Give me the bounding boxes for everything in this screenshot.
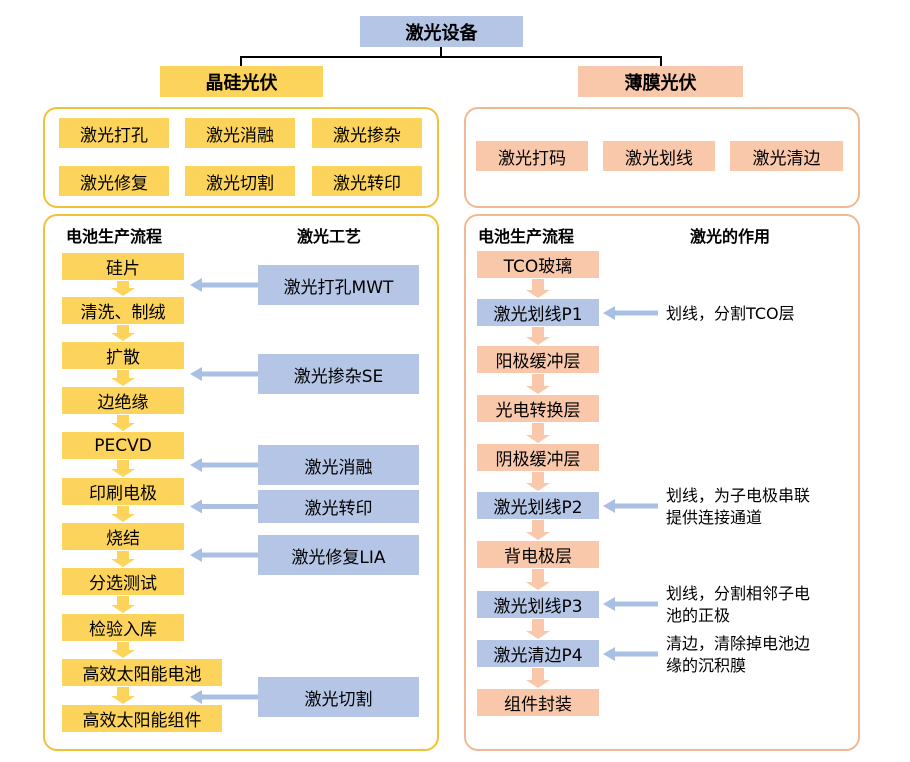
thinfilm-role-header: 激光的作用 xyxy=(690,227,771,246)
app-laser-repair: 激光修复 xyxy=(59,166,169,196)
crystalline-flow-arrow xyxy=(111,370,135,386)
crystalline-node: 晶硅光伏 xyxy=(160,66,323,97)
thinfilm-flow-arrow xyxy=(526,423,550,443)
crystalline-step: 高效太阳能电池 xyxy=(62,659,222,686)
laser-role-arrow xyxy=(603,306,658,320)
crystalline-step: 边绝缘 xyxy=(62,387,184,414)
thinfilm-step: 激光划线P3 xyxy=(477,591,599,618)
crystalline-flow-arrow xyxy=(111,506,135,522)
app-laser-marking: 激光打码 xyxy=(476,141,588,171)
crystalline-apps-panel xyxy=(43,107,439,208)
laser-role-arrow xyxy=(603,647,658,661)
laser-process-arrow xyxy=(190,690,258,704)
crystalline-step: 硅片 xyxy=(62,253,184,280)
thinfilm-step: 阴极缓冲层 xyxy=(477,444,599,471)
laser-role-note: 划线，分割相邻子电池的正极 xyxy=(666,583,810,627)
crystalline-step: 烧结 xyxy=(62,523,184,550)
crystalline-flow-arrow xyxy=(111,551,135,567)
thinfilm-apps-panel xyxy=(464,107,860,208)
thinfilm-step: 激光划线P1 xyxy=(477,299,599,326)
app-laser-doping: 激光掺杂 xyxy=(312,118,422,148)
laser-role-note-line: 提供连接通道 xyxy=(666,508,763,527)
laser-process-arrow xyxy=(190,499,258,514)
thinfilm-step: 光电转换层 xyxy=(477,395,599,422)
crystalline-flow-arrow xyxy=(111,642,135,658)
app-laser-ablation: 激光消融 xyxy=(185,118,295,148)
laser-process-arrow xyxy=(190,548,258,562)
laser-role-note: 划线，分割TCO层 xyxy=(666,303,795,325)
laser-role-note-line: 划线，分割相邻子电 xyxy=(666,584,811,603)
thinfilm-flow-arrow xyxy=(526,279,550,298)
laser-role-note: 划线，为子电极串联提供连接通道 xyxy=(666,485,810,529)
crystalline-step: 检验入库 xyxy=(62,614,184,641)
crystalline-step: 扩散 xyxy=(62,342,184,369)
app-laser-scribing: 激光划线 xyxy=(603,141,715,171)
crystalline-step: PECVD xyxy=(62,432,184,459)
crystalline-flow-arrow xyxy=(111,415,135,431)
thinfilm-flow-arrow xyxy=(526,520,550,540)
crystalline-step: 清洗、制绒 xyxy=(62,297,184,324)
laser-process-box: 激光修复LIA xyxy=(258,535,419,575)
app-laser-cutting: 激光切割 xyxy=(185,166,295,196)
thinfilm-flow-header: 电池生产流程 xyxy=(478,227,575,246)
thinfilm-flow-arrow xyxy=(526,374,550,394)
laser-process-box: 激光切割 xyxy=(258,677,419,717)
thinfilm-node: 薄膜光伏 xyxy=(578,66,743,97)
laser-role-arrow xyxy=(603,597,658,611)
crystalline-step: 印刷电极 xyxy=(62,478,184,505)
crystalline-flow-arrow xyxy=(111,596,135,613)
thinfilm-flow-arrow xyxy=(526,327,550,345)
app-laser-transfer: 激光转印 xyxy=(312,166,422,196)
laser-role-note: 清边，清除掉电池边缘的沉积膜 xyxy=(666,633,810,677)
thinfilm-step: 阳极缓冲层 xyxy=(477,346,599,373)
laser-process-arrow xyxy=(190,278,258,292)
laser-process-box: 激光消融 xyxy=(258,445,419,485)
thinfilm-process-panel xyxy=(464,214,860,751)
laser-role-note-line: 划线，为子电极串联 xyxy=(666,486,811,505)
crystalline-step: 分选测试 xyxy=(62,568,184,595)
crystalline-step: 高效太阳能组件 xyxy=(62,705,222,732)
thinfilm-flow-arrow xyxy=(526,668,550,688)
app-laser-edge-clean: 激光清边 xyxy=(730,141,843,171)
thinfilm-step: 组件封装 xyxy=(477,689,599,716)
thinfilm-flow-arrow xyxy=(526,619,550,639)
crystalline-flow-arrow xyxy=(111,281,135,296)
laser-role-note-line: 缘的沉积膜 xyxy=(666,656,747,675)
thinfilm-step: 激光划线P2 xyxy=(477,492,599,519)
laser-role-note-line: 划线，分割TCO层 xyxy=(666,304,795,323)
crystalline-flow-arrow xyxy=(111,687,135,704)
laser-process-box: 激光转印 xyxy=(258,490,419,523)
crystalline-flow-arrow xyxy=(111,460,135,477)
laser-role-note-line: 池的正极 xyxy=(666,606,731,625)
laser-process-arrow xyxy=(190,458,258,472)
laser-process-box: 激光打孔MWT xyxy=(258,265,419,305)
crystalline-process-panel xyxy=(43,214,439,751)
laser-role-note-line: 清边，清除掉电池边 xyxy=(666,634,811,653)
thinfilm-step: 激光清边P4 xyxy=(477,640,599,667)
crystalline-flow-header: 电池生产流程 xyxy=(66,227,163,246)
thinfilm-flow-arrow xyxy=(526,569,550,590)
laser-role-arrow xyxy=(603,499,658,513)
laser-process-box: 激光掺杂SE xyxy=(258,354,419,394)
thinfilm-flow-arrow xyxy=(526,472,550,491)
crystalline-flow-arrow xyxy=(111,325,135,341)
thinfilm-step: TCO玻璃 xyxy=(477,251,599,278)
app-laser-drilling: 激光打孔 xyxy=(59,118,169,148)
crystalline-craft-header: 激光工艺 xyxy=(297,227,362,246)
root-node: 激光设备 xyxy=(360,16,523,47)
laser-process-arrow xyxy=(190,367,258,381)
thinfilm-step: 背电极层 xyxy=(477,541,599,568)
